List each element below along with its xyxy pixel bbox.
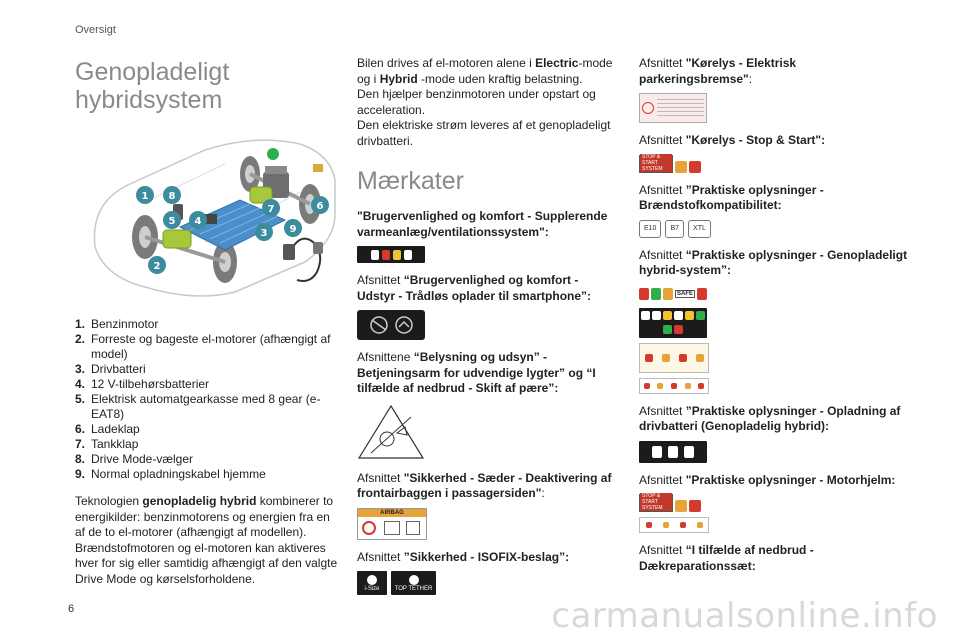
airbag-sticker-icon: AIRBAG xyxy=(357,507,427,540)
sticker-group: STOP & START SYSTEM xyxy=(639,493,909,533)
fuel-xtl-icon: XTL xyxy=(688,219,711,238)
sticker-group: SAFE xyxy=(639,285,909,394)
page-number: 6 xyxy=(68,603,75,615)
callout-marker xyxy=(136,186,154,204)
label-caption: Afsnittet ”Praktiske oplysninger - Oplad… xyxy=(639,403,901,434)
fuel-e10-icon: E10 xyxy=(639,219,662,238)
top-tether-sticker-icon: TOP TETHER xyxy=(391,571,436,595)
callout-label: 3 xyxy=(261,228,268,239)
bulb-warning-sticker-icon xyxy=(357,404,425,459)
callout-marker xyxy=(163,211,181,229)
hybrid-warning-sticker-icon xyxy=(639,342,709,373)
charging-flap xyxy=(313,164,323,172)
intro-paragraph: Teknologien genopladelig hybrid kombiner… xyxy=(75,494,338,586)
callout-marker xyxy=(189,211,207,229)
rear-electric-motor xyxy=(162,229,192,249)
callout-label: 1 xyxy=(142,191,149,202)
sticker-group xyxy=(357,403,615,461)
parking-brake-sticker-icon xyxy=(639,93,707,123)
hybrid-safe-sticker-icon: SAFE xyxy=(639,285,708,303)
page-title: Genopladeligt hybridsystem xyxy=(75,58,343,114)
column-hybrid-system: Genopladeligt hybridsystem xyxy=(75,56,343,587)
sticker-group: i-Size TOP TETHER xyxy=(357,571,615,595)
callout-label: 7 xyxy=(268,204,275,215)
legend-item: 1.Benzinmotor xyxy=(75,317,159,331)
isize-sticker-icon: i-Size xyxy=(357,571,387,595)
legend-item: 3.Drivbatteri xyxy=(75,362,146,376)
callout-marker xyxy=(262,199,280,217)
running-header: Oversigt xyxy=(75,24,116,36)
electric-mode-paragraph: Bilen drives af el-motoren alene i Elect… xyxy=(357,56,613,86)
callout-label: 6 xyxy=(317,201,324,212)
fuel-flap xyxy=(267,148,279,160)
front-electric-motor xyxy=(249,186,273,204)
callout-marker xyxy=(148,256,166,274)
drive-battery xyxy=(178,199,287,251)
callout-label: 8 xyxy=(169,191,176,202)
assist-paragraph: Den hjælper benzinmotoren under opstart … xyxy=(357,87,596,117)
callout-label: 2 xyxy=(154,261,161,272)
watermark: carmanualsonline.info xyxy=(551,596,938,636)
label-caption: Afsnittet “Praktiske oplysninger - Genop… xyxy=(639,247,908,278)
label-caption: Afsnittet "Kørelys - Stop & Start": xyxy=(639,133,826,147)
12v-battery xyxy=(203,214,217,224)
label-caption: Afsnittet "Praktiske oplysninger - Motor… xyxy=(639,472,896,487)
column-labels-2: Afsnittet "Kørelys - Elektrisk parkering… xyxy=(639,56,909,574)
callout-marker xyxy=(284,219,302,237)
legend-item: 2.Forreste og bageste el-motorer (afhæng… xyxy=(75,332,331,361)
sticker-group xyxy=(357,246,615,263)
home-charging-cable xyxy=(289,237,322,282)
callout-marker xyxy=(163,186,181,204)
legend-item: 8.Drive Mode-vælger xyxy=(75,452,194,466)
legend-item: 7.Tankklap xyxy=(75,437,139,451)
callout-marker xyxy=(255,223,273,241)
component-legend: 1.Benzinmotor 2.Forreste og bageste el-m… xyxy=(75,317,343,482)
sticker-group xyxy=(639,93,909,123)
wireless-charger-sticker-icon xyxy=(357,310,425,340)
callout-label: 4 xyxy=(195,216,202,227)
label-caption: Afsnittet ”Sikkerhed - ISOFIX-beslag”: xyxy=(357,549,570,564)
sticker-group: E10 B7 XTL xyxy=(639,219,909,238)
hybrid-strip-sticker-icon xyxy=(639,377,709,394)
fuel-b7-icon: B7 xyxy=(665,219,685,238)
section-title-labels: Mærkater xyxy=(357,167,464,195)
label-caption: Afsnittene “Belysning og udsyn” - Betjen… xyxy=(357,350,596,395)
sticker-group xyxy=(357,310,615,340)
legend-item: 9.Normal opladningskabel hjemme xyxy=(75,467,266,481)
label-caption: Afsnittet “Brugervenlighed og komfort - … xyxy=(357,273,592,303)
sticker-group xyxy=(639,440,909,463)
battery-paragraph: Den elektriske strøm leveres af et genop… xyxy=(357,118,611,148)
title-line-1: Genopladeligt xyxy=(75,58,230,86)
bonnet-strip-sticker-icon xyxy=(639,517,709,533)
stop-start-sticker-icon: STOP & START SYSTEM xyxy=(639,153,707,173)
legend-item: 4.12 V-tilbehørsbatterier xyxy=(75,377,210,391)
label-caption: Afsnittet "Sikkerhed - Sæder - Deaktiver… xyxy=(357,470,612,501)
sticker-group: AIRBAG xyxy=(357,507,615,540)
label-caption: Afsnittet ”Praktiske oplysninger - Brænd… xyxy=(639,182,824,213)
hybrid-dashboard-sticker-icon xyxy=(639,307,707,338)
label-caption: "Brugervenlighed og komfort - Supplerend… xyxy=(357,209,608,239)
label-caption: Afsnittet “I tilfælde af nedbrud - Dækre… xyxy=(639,543,814,573)
callout-label: 5 xyxy=(169,216,176,227)
legend-item: 5.Elektrisk automatgearkasse med 8 gear … xyxy=(75,392,321,421)
bonnet-sticker-icon: STOP & START SYSTEM xyxy=(639,493,707,512)
legend-item: 6.Ladeklap xyxy=(75,422,140,436)
callout-label: 9 xyxy=(290,224,297,235)
column-labels-1: Bilen drives af el-motoren alene i Elect… xyxy=(357,56,615,605)
car-outline xyxy=(93,139,336,297)
sticker-group: STOP & START SYSTEM xyxy=(639,153,909,173)
charging-sticker-icon xyxy=(639,440,707,463)
label-caption: Afsnittet "Kørelys - Elektrisk parkering… xyxy=(639,56,797,86)
hybrid-car-diagram: 1 8 5 4 2 3 9 7 6 xyxy=(93,139,336,297)
callout-marker xyxy=(311,196,329,214)
title-line-2: hybridsystem xyxy=(75,86,223,114)
heater-sticker-icon xyxy=(357,246,425,263)
